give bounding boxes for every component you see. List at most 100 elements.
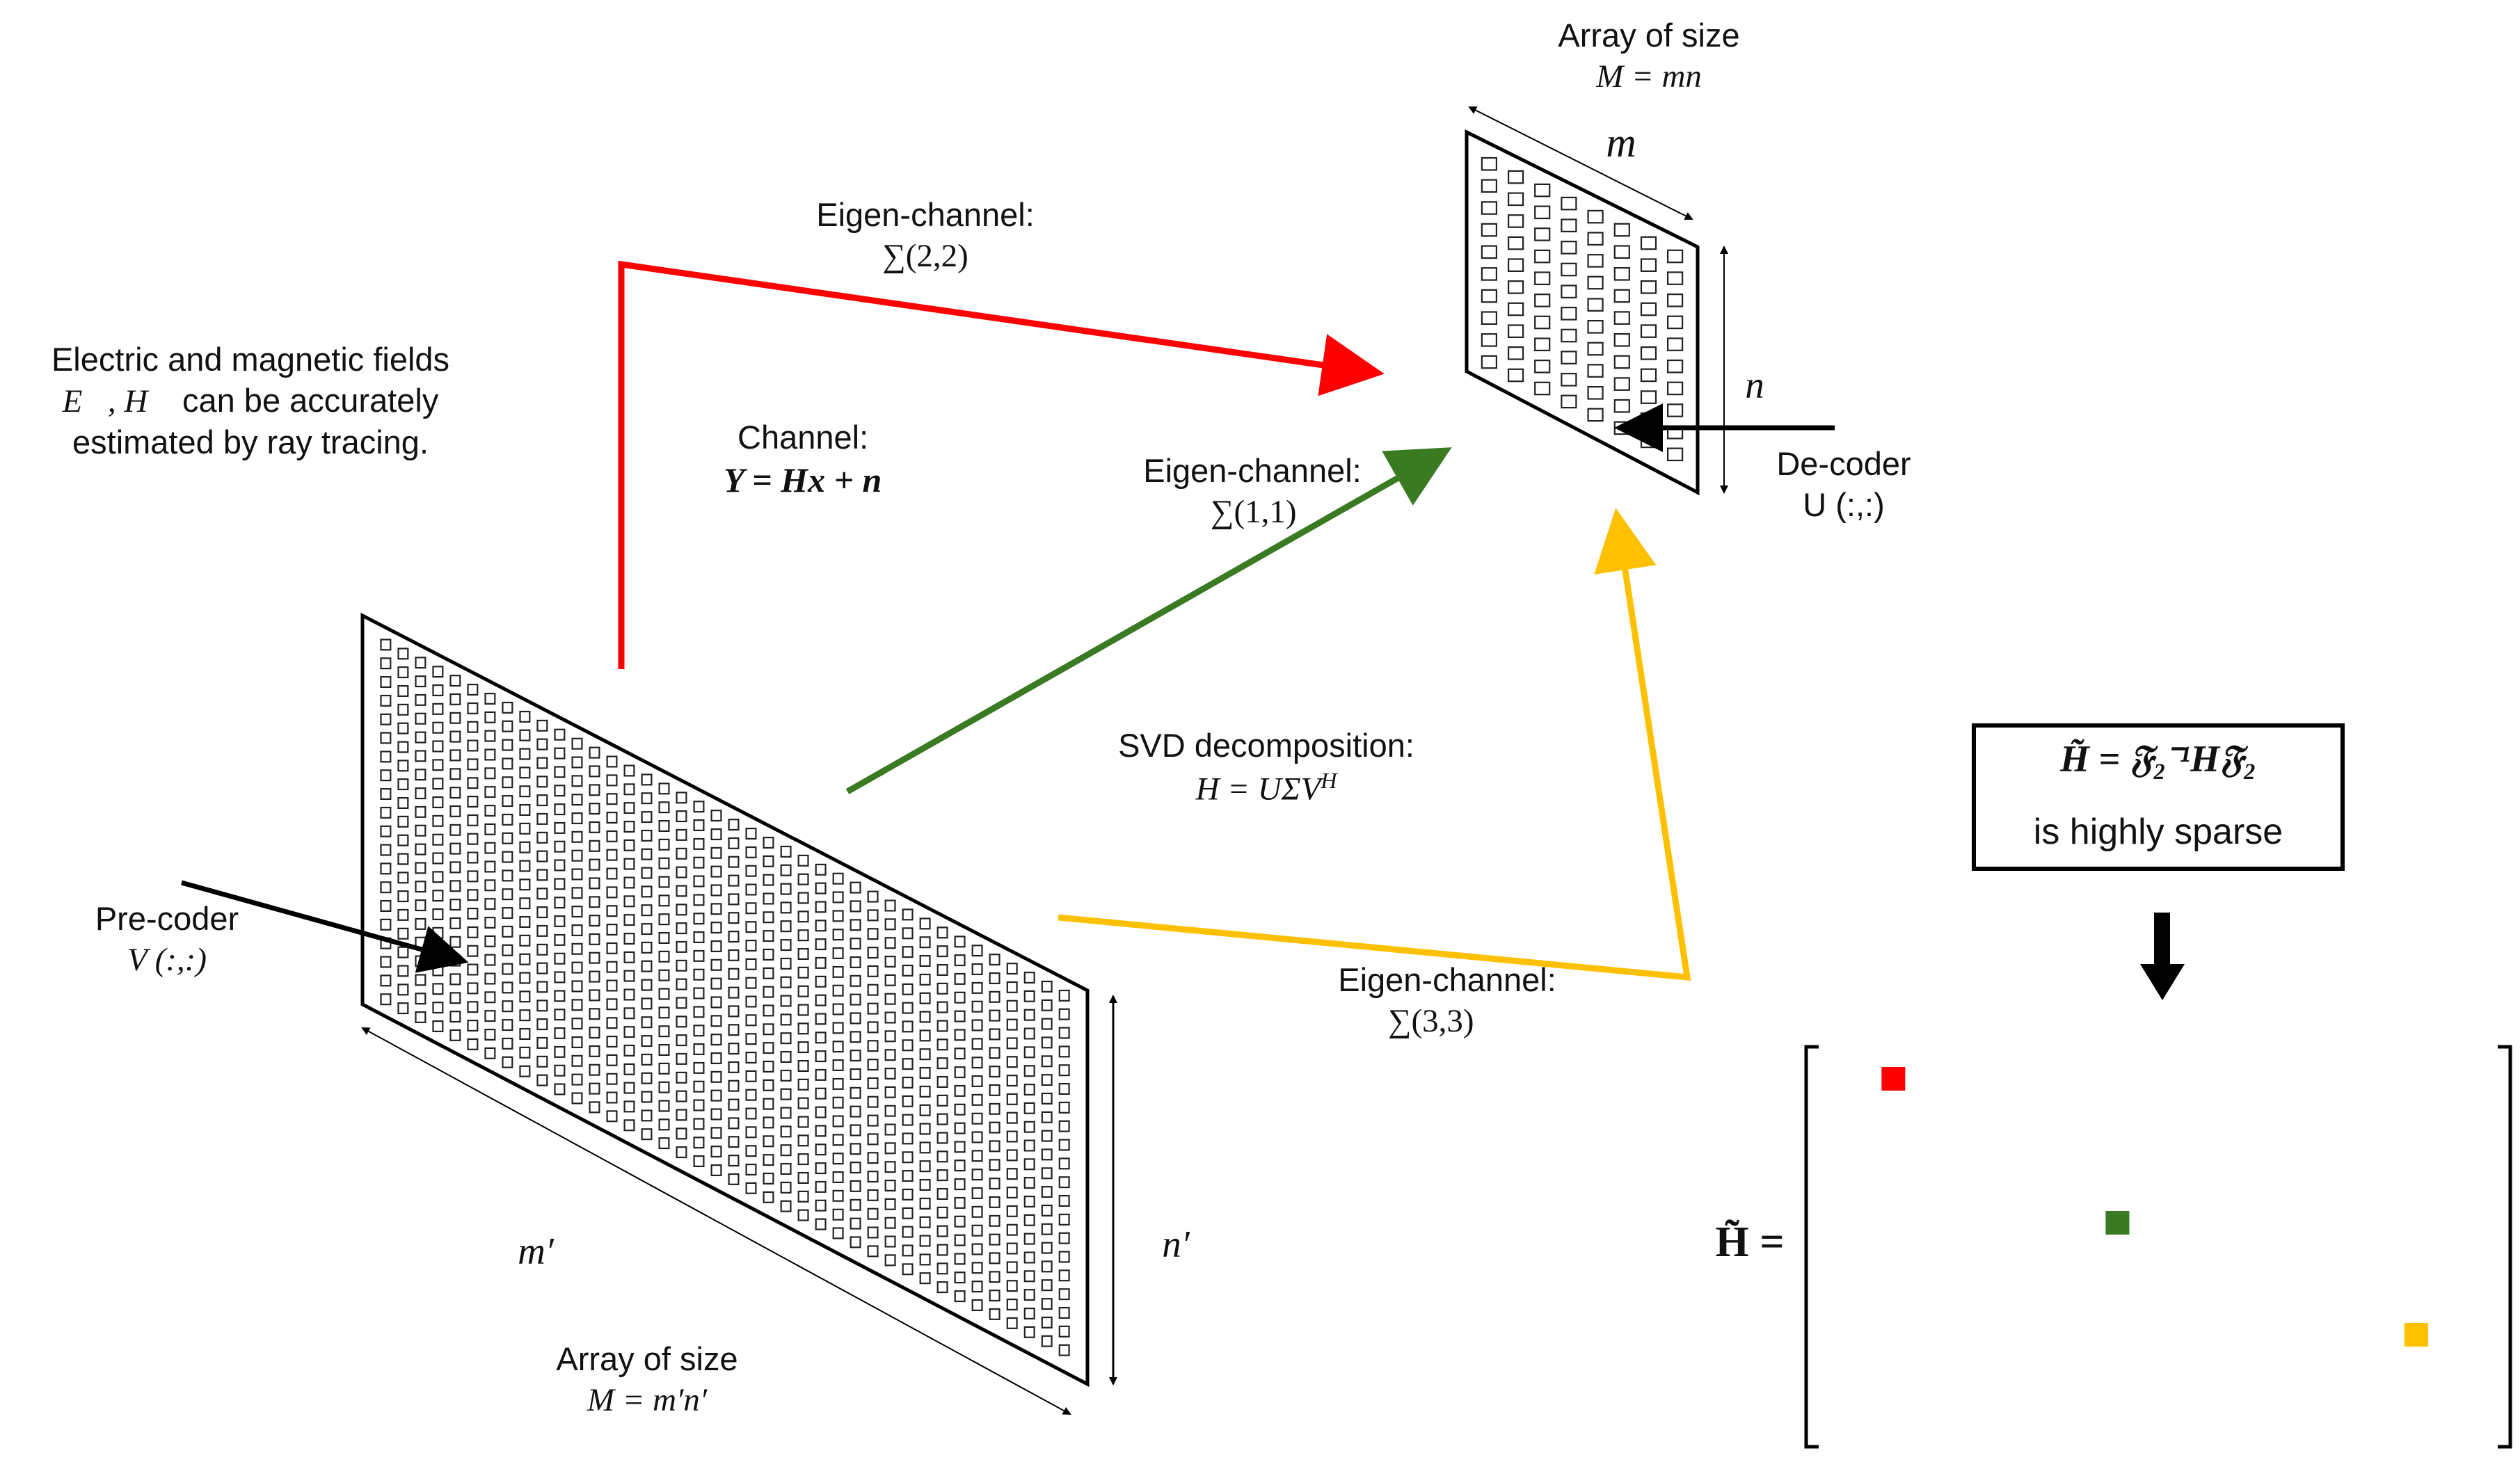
array-element [397, 815, 409, 828]
array-element [1613, 245, 1630, 259]
array-element [484, 748, 496, 761]
eigen-channel-red-label: Eigen-channel: ∑(2,2) [786, 195, 1064, 277]
array-element [850, 993, 861, 1006]
precoder-label: Pre-coder V (:,:) [77, 899, 257, 981]
array-element [380, 844, 392, 856]
array-element [797, 910, 809, 923]
array-element [641, 960, 653, 972]
array-element [415, 657, 426, 669]
array-element [884, 899, 896, 912]
array-element [763, 1004, 774, 1017]
array-element [1058, 989, 1070, 1002]
array-element [954, 1010, 966, 1022]
array-element [1613, 355, 1630, 369]
array-element [449, 824, 461, 836]
array-element [1006, 963, 1018, 975]
array-element [449, 675, 461, 687]
array-element [589, 840, 600, 852]
array-element [380, 993, 392, 1006]
array-element [676, 792, 687, 804]
array-element [484, 898, 496, 910]
array-element [484, 767, 496, 780]
array-element [797, 1004, 809, 1016]
array-element [745, 1014, 757, 1027]
array-element [519, 934, 531, 947]
array-element [1640, 280, 1657, 294]
array-element [763, 986, 774, 998]
array-element [536, 719, 548, 732]
array-element [449, 861, 461, 874]
transmit-array [360, 612, 1090, 1388]
array-element [676, 1016, 687, 1028]
array-element [815, 920, 827, 932]
eigen-channel-red-arrow [618, 260, 1385, 669]
array-element [397, 853, 409, 865]
array-element [919, 973, 931, 986]
array-element [954, 954, 966, 967]
array-element [1587, 320, 1604, 334]
array-element [502, 851, 513, 863]
array-element [536, 738, 548, 750]
array-element [554, 990, 566, 1002]
eigen-channel-yellow-title: Eigen-channel: [1338, 961, 1556, 998]
array-element [676, 959, 687, 972]
array-element [1613, 333, 1630, 347]
array-element [536, 776, 548, 788]
array-element [623, 988, 635, 1001]
array-element [1587, 385, 1604, 400]
array-element [850, 974, 861, 987]
array-element [832, 1003, 844, 1016]
array-element [536, 1000, 548, 1012]
receiver-array-size: M = mn [1596, 58, 1702, 95]
array-element [467, 1001, 479, 1013]
array-element [867, 928, 879, 940]
array-element [380, 956, 392, 968]
array-element [589, 765, 600, 778]
array-element [519, 710, 531, 723]
array-element [606, 849, 618, 861]
array-element [850, 938, 861, 950]
array-element [658, 801, 670, 814]
array-element [1508, 346, 1524, 360]
array-element [449, 749, 461, 762]
array-element [1667, 249, 1684, 264]
array-element [658, 988, 670, 1000]
array-element [797, 966, 809, 979]
array-element [745, 827, 757, 840]
transmitter-dim-n: n′ [1162, 1223, 1190, 1265]
eigen-channel-red-title: Eigen-channel: [816, 196, 1035, 233]
matrix-left-bracket [1804, 1045, 1819, 1449]
matrix-nonzero-entry [2404, 1323, 2428, 1347]
array-element [1041, 980, 1053, 993]
array-element [536, 869, 548, 881]
array-element [850, 900, 861, 913]
array-element [971, 1000, 983, 1013]
eigen-channel-yellow-value: ∑(3,3) [1388, 1002, 1474, 1039]
array-element [693, 837, 705, 850]
array-element [1613, 289, 1630, 303]
array-element [850, 956, 861, 968]
array-element [484, 730, 496, 742]
array-element [467, 870, 479, 883]
array-element [571, 794, 583, 806]
receive-array [1465, 129, 1700, 496]
array-element [467, 721, 479, 733]
array-element [710, 922, 722, 934]
svd-equation: H = UΣVH [1092, 766, 1440, 810]
array-element [432, 852, 444, 865]
array-element [484, 823, 496, 835]
array-element [832, 872, 844, 885]
array-element [1667, 359, 1684, 374]
array-element [641, 811, 653, 824]
array-element [536, 962, 548, 974]
array-element [1534, 249, 1551, 264]
array-element [832, 929, 844, 941]
array-element [936, 926, 948, 939]
array-element [397, 908, 409, 921]
array-element [1023, 990, 1035, 1002]
array-element [1613, 377, 1630, 391]
array-element [815, 882, 827, 894]
array-element [571, 849, 583, 862]
array-element [884, 918, 896, 931]
array-element [1667, 447, 1684, 462]
